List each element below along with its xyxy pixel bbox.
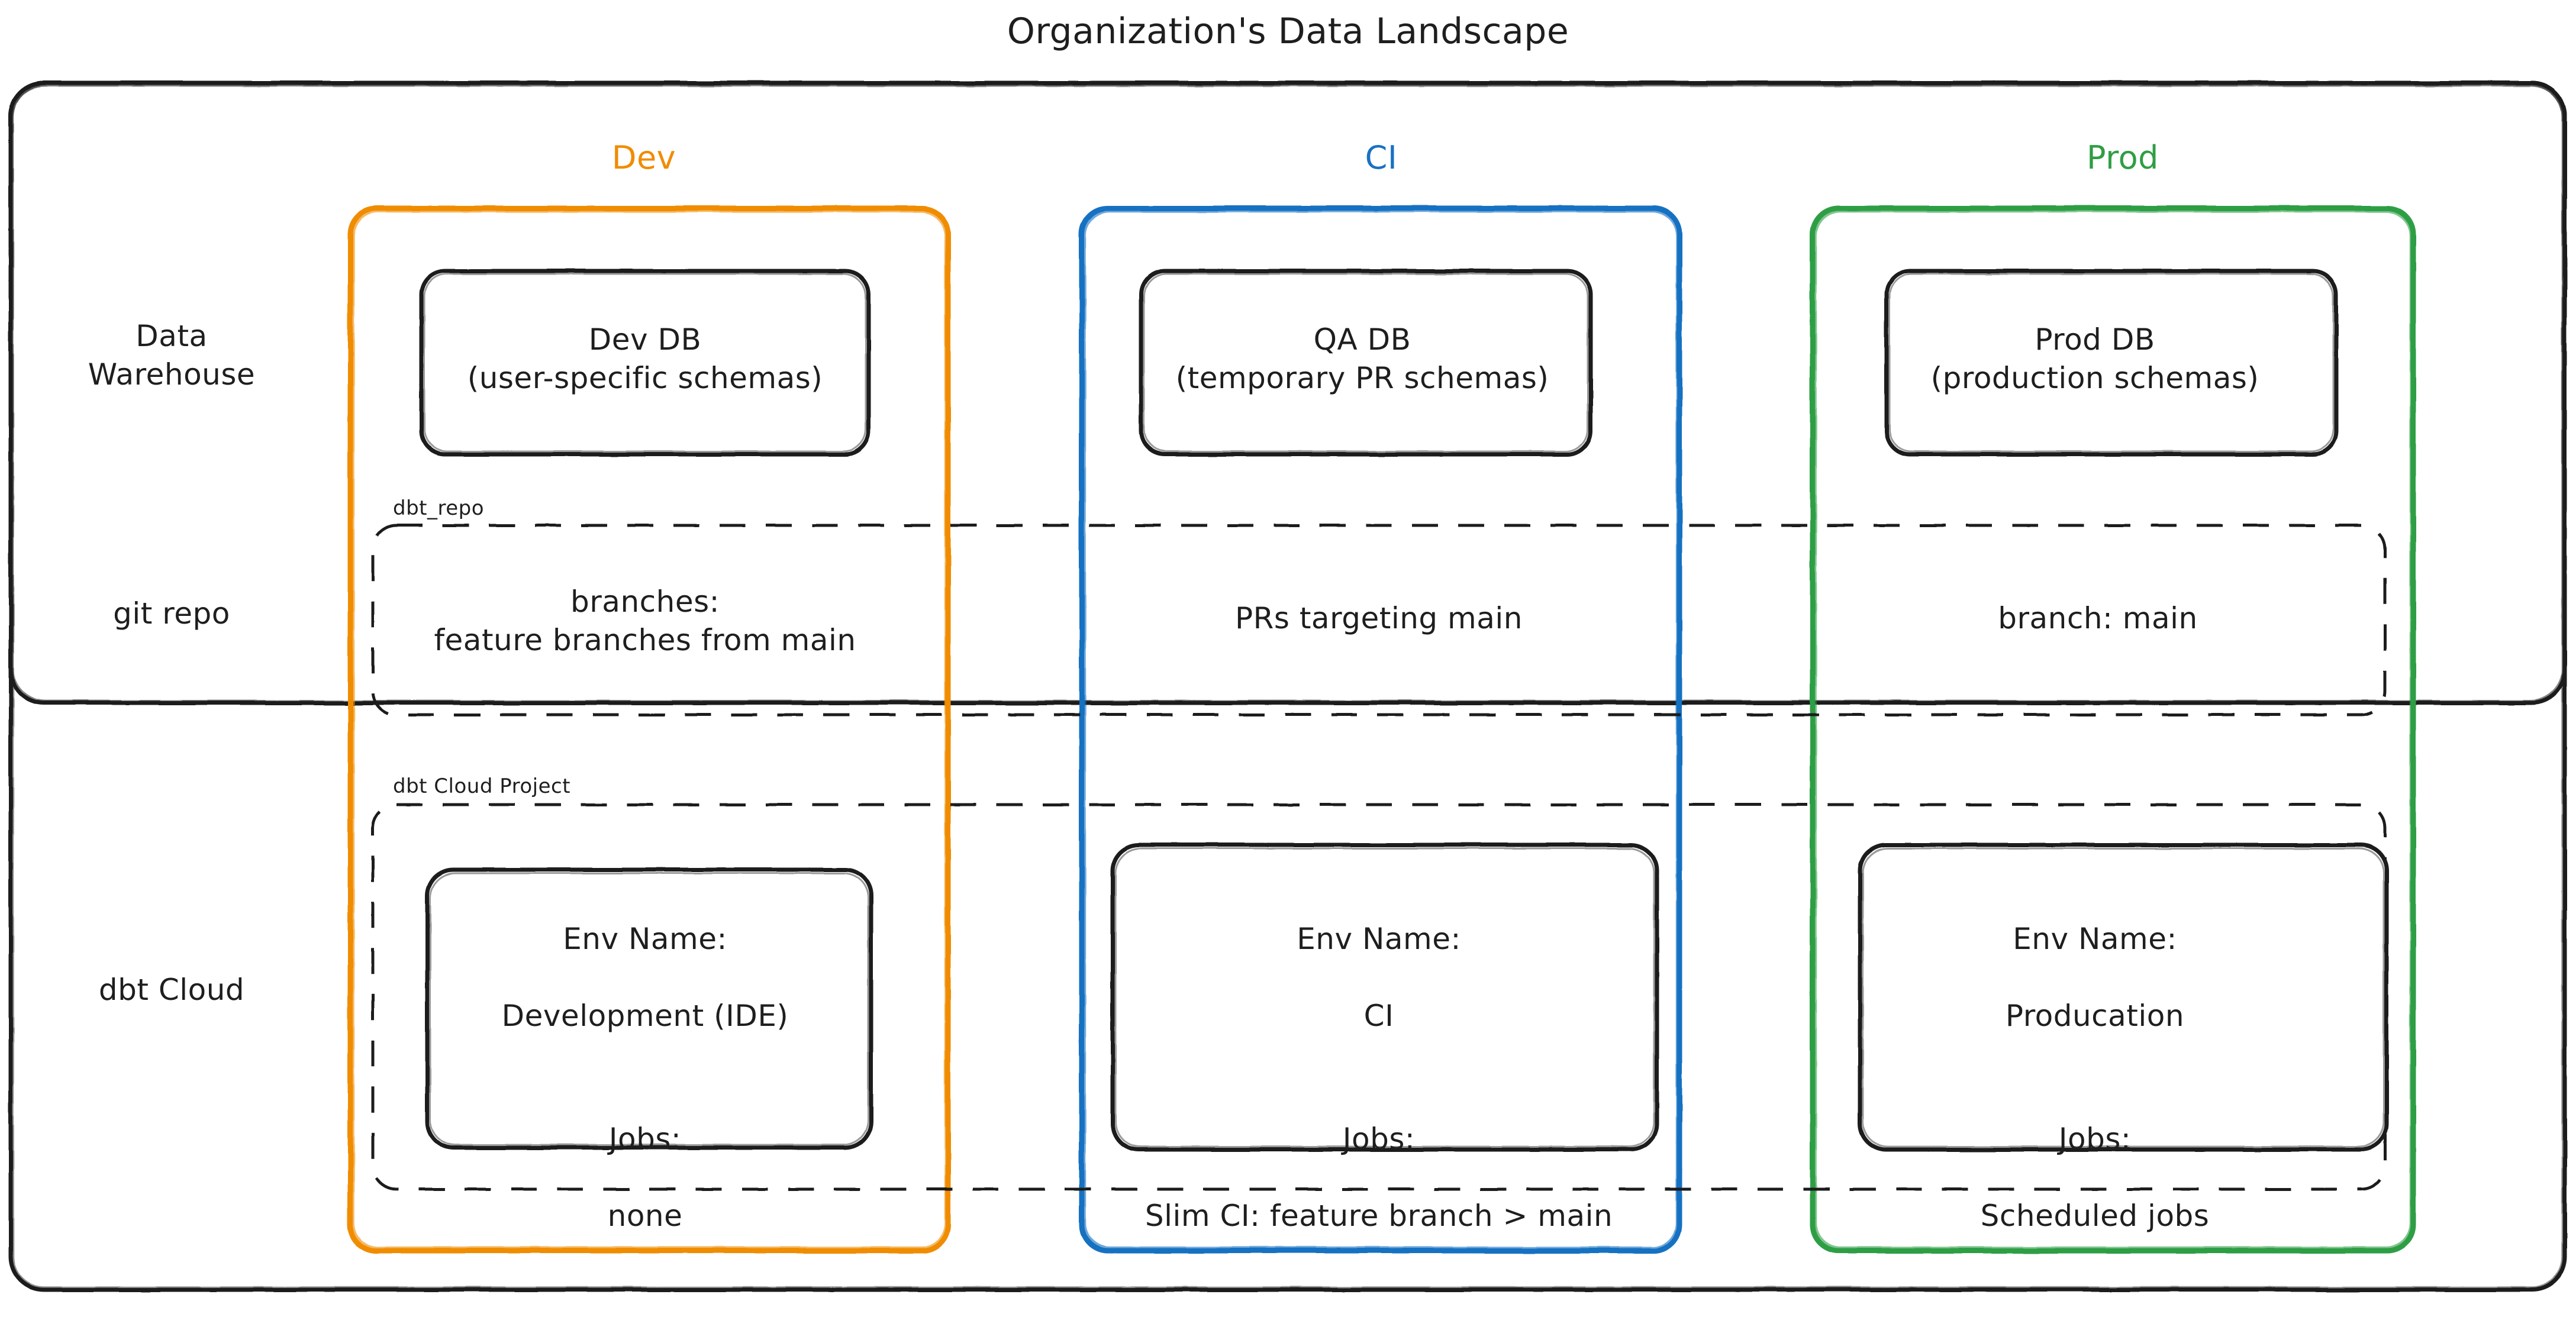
card-label-dev-db: Dev DB (user-specific schemas) <box>467 322 823 395</box>
card-label-git-prod: branch: main <box>1998 601 2198 635</box>
spacer <box>1858 1035 2332 1082</box>
card-label-qa-db: QA DB (temporary PR schemas) <box>1175 322 1549 395</box>
env-name-value: Development (IDE) <box>501 999 789 1033</box>
jobs-label: Jobs: <box>608 1122 682 1156</box>
jobs-value: Scheduled jobs <box>1980 1199 2210 1233</box>
row-label-dbt-cloud: dbt Cloud <box>98 973 245 1007</box>
page-title: Organization's Data Landscape <box>1007 11 1569 52</box>
card-label-git-dev: branches: feature branches from main <box>434 585 856 657</box>
card-label-git-ci: PRs targeting main <box>1234 601 1523 635</box>
column-header-dev: Dev <box>611 139 676 176</box>
spacer <box>1101 1035 1657 1082</box>
spacer <box>408 1035 882 1082</box>
env-name-value: Producation <box>2005 999 2185 1033</box>
card-label-prod-db: Prod DB (production schemas) <box>1930 322 2259 395</box>
jobs-value: Slim CI: feature branch > main <box>1144 1199 1613 1233</box>
env-name-label: Env Name: <box>2013 922 2177 956</box>
group-label-dbt-cloud-project: dbt Cloud Project <box>393 774 571 798</box>
card-label-cloud-prod: Env Name: Producation Jobs: Scheduled jo… <box>1858 882 2332 1235</box>
jobs-value: none <box>607 1199 683 1233</box>
row-label-data-warehouse: Data Warehouse <box>88 319 256 392</box>
jobs-label: Jobs: <box>2058 1122 2132 1156</box>
group-label-dbt-repo: dbt_repo <box>393 496 485 520</box>
env-name-label: Env Name: <box>563 922 727 956</box>
env-name-value: CI <box>1363 999 1394 1033</box>
card-label-cloud-ci: Env Name: CI Jobs: Slim CI: feature bran… <box>1101 882 1657 1235</box>
jobs-label: Jobs: <box>1342 1122 1416 1156</box>
column-header-prod: Prod <box>2087 139 2159 176</box>
env-name-label: Env Name: <box>1297 922 1461 956</box>
row-label-git-repo: git repo <box>113 596 230 631</box>
column-header-ci: CI <box>1365 139 1398 176</box>
card-label-cloud-dev: Env Name: Development (IDE) Jobs: none <box>408 882 882 1235</box>
